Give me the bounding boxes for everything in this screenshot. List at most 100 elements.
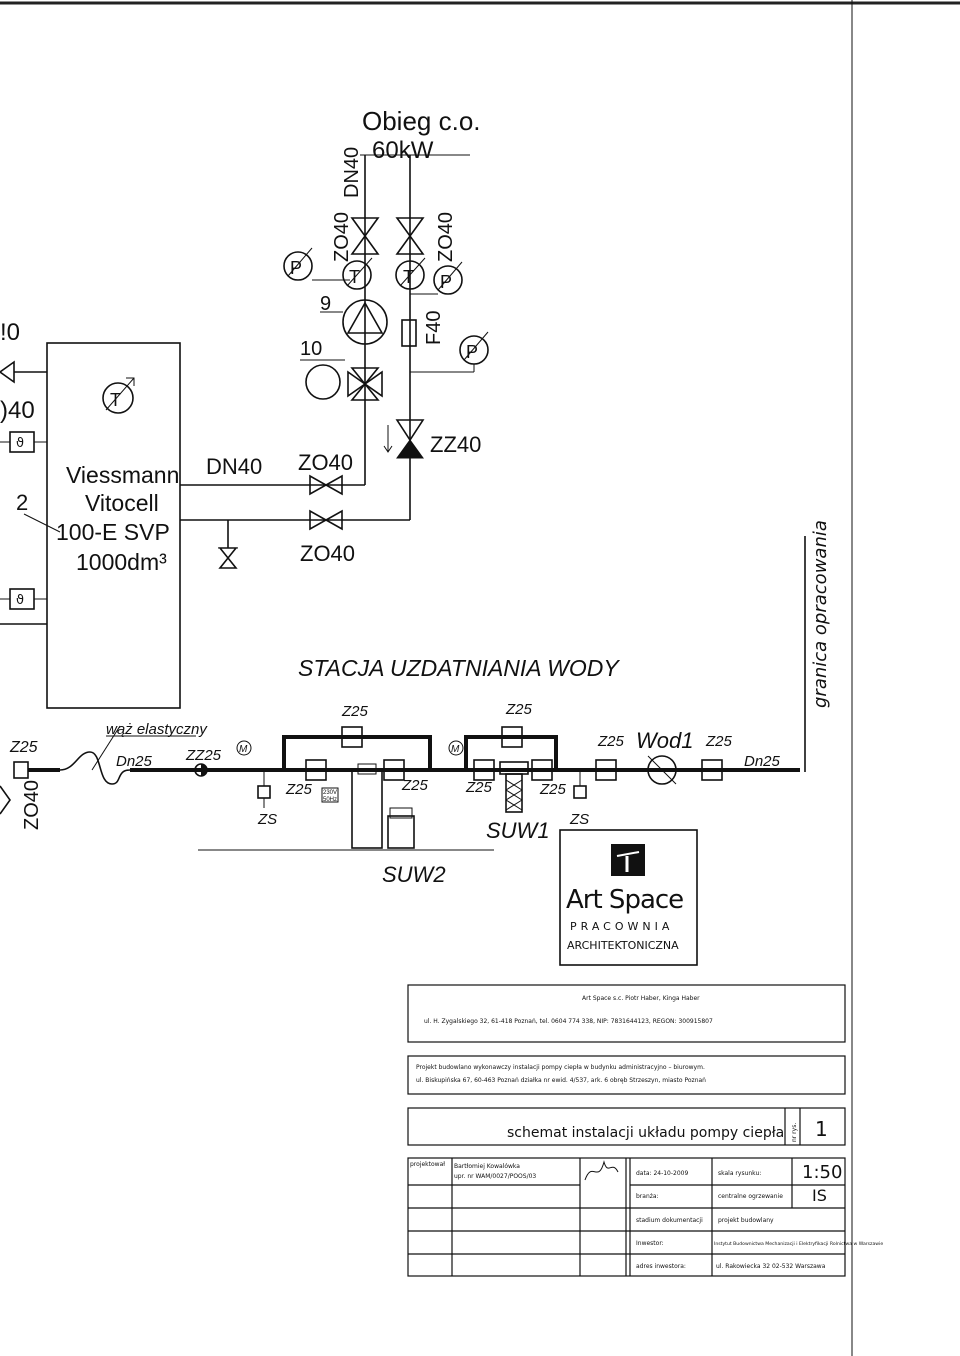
designer-licence: upr. nr WAM/0027/POOS/03 [454,1173,536,1180]
station-title: STACJA UZDATNIANIA WODY [298,655,620,681]
filter-f40 [401,319,417,347]
sensor-lower: ϑ [0,588,47,610]
expansion-vessel [300,359,345,400]
edge-valve [13,761,29,779]
logo-box [559,829,698,966]
designer-role: projektował [410,1161,445,1168]
suw2-bypass-valve [341,726,363,748]
check-valve-zz25-fill [201,764,207,776]
meter-outlet-label: Z25 [705,733,733,750]
water-meter [647,755,677,785]
suw1-outlet-valve [531,759,553,781]
svg-text:T: T [403,267,414,287]
tank-line1: Viessmann [66,462,179,488]
horizontal-valve-upper [309,474,343,496]
suw2-inlet-label: Z25 [285,781,313,798]
edge-arrow [0,360,15,384]
logo-name: Art Space [566,885,683,915]
suw1-label: SUW1 [486,818,550,843]
svg-text:ϑ: ϑ [16,593,24,608]
check-valve-zz40 [383,419,425,459]
check-valve-label: ZZ40 [430,432,481,457]
suw1-bypass-label: Z25 [505,701,533,718]
mechanical-filter [499,761,529,813]
three-way-valve [347,367,383,401]
suw1-outlet-label: Z25 [539,781,567,798]
edge-valve-vertical-label: ZO40 [21,780,43,830]
sensor-upper: ϑ [0,431,47,453]
details-table [407,1157,846,1277]
company-line2: ul. H. Zygalskiego 32, 61-418 Poznań, te… [424,1018,713,1025]
flexible-hose [59,751,131,785]
upper-valve-left [350,217,380,255]
project-line1: Projekt budowlano wykonawczy instalacji … [416,1064,705,1071]
stadium-label: stadium dokumentacji [636,1217,703,1224]
pressure-gauge-right: P [410,261,463,295]
logo-sub1: PRACOWNIA [570,920,673,933]
svg-text:P: P [440,272,452,292]
softener-unit [351,763,415,849]
branza-value: centralne ogrzewanie [718,1193,783,1200]
inwestor-value: Instytut Budownictwa Mechanizacji i Elek… [714,1241,883,1247]
logo-mark [611,844,645,876]
suw2-outlet-label: Z25 [401,777,429,794]
svg-text:P: P [466,342,478,362]
boundary-label: granica opracowania [810,520,831,708]
adres-value: ul. Rakowiecka 32 02-532 Warszawa [716,1263,826,1270]
sample-valve-right [573,770,587,799]
suw1-bypass-valve [501,726,523,748]
thermometer-right: T [395,257,426,290]
svg-text:M: M [451,744,460,755]
edge-valve-label: Z25 [9,739,38,756]
svg-text:230V: 230V [323,790,337,796]
edge-label-mid: )40 [0,397,35,424]
power-plug: 230V 50Hz [321,787,339,803]
sample-label-left: ZS [257,811,277,828]
valve-label-top: ZO40 [298,450,353,475]
hose-leader [91,725,121,771]
tank-pipe-label: DN40 [206,454,262,479]
leader-line [23,513,61,533]
drawing-title-box [407,1107,846,1146]
svg-text:T: T [110,390,121,410]
tank-thermometer: T [102,377,135,414]
hose-label: wąż elastyczny [106,721,208,738]
vessel-number: 10 [300,338,322,360]
horizontal-valve-lower [309,509,343,531]
scale-value: 1:50 [802,1162,842,1183]
pressure-gauge-return: P [410,331,489,373]
meter-outlet-valve [701,759,723,781]
svg-text:T: T [349,267,360,287]
tank-line4: 1000dm³ [76,549,167,575]
suw1-bypass [464,735,558,770]
tank-connection-number: 2 [16,490,28,515]
logo-sub2: ARCHITEKTONICZNA [567,939,679,952]
meter-inlet-label: Z25 [597,733,625,750]
scale-label: skala rysunku: [718,1170,761,1177]
svg-text:ϑ: ϑ [16,436,24,451]
branza-code: IS [812,1186,827,1205]
pressure-gauge-left: P [283,247,350,281]
suw1-inlet-valve [473,759,495,781]
upper-valve-right [395,217,425,255]
svg-text:M: M [239,744,248,755]
company-line1: Art Space s.c. Piotr Haber, Kinga Haber [582,995,700,1002]
edge-label-top: !0 [0,319,20,346]
svg-text:P: P [290,258,302,278]
drain-valve [218,520,238,569]
designer-name: Bartłomiej Kowalówka [454,1163,520,1170]
tank-line3: 100-E SVP [56,519,170,545]
suw2-inlet-valve [305,759,327,781]
suw2-label: SUW2 [382,862,446,887]
tank-line2: Vitocell [85,490,159,516]
stadium-value: projekt budowlany [718,1217,774,1224]
sample-valve-left [257,770,271,808]
signature [584,1160,619,1181]
suw2-bypass [282,735,432,770]
water-meter-label: Wod1 [636,728,693,753]
svg-text:50Hz: 50Hz [323,797,337,803]
motor-valve-right: M [448,740,464,756]
zz25-label: ZZ25 [185,747,222,764]
heating-circuit-title: Obieg c.o. [362,106,481,136]
valve-label-right: ZO40 [435,212,457,262]
